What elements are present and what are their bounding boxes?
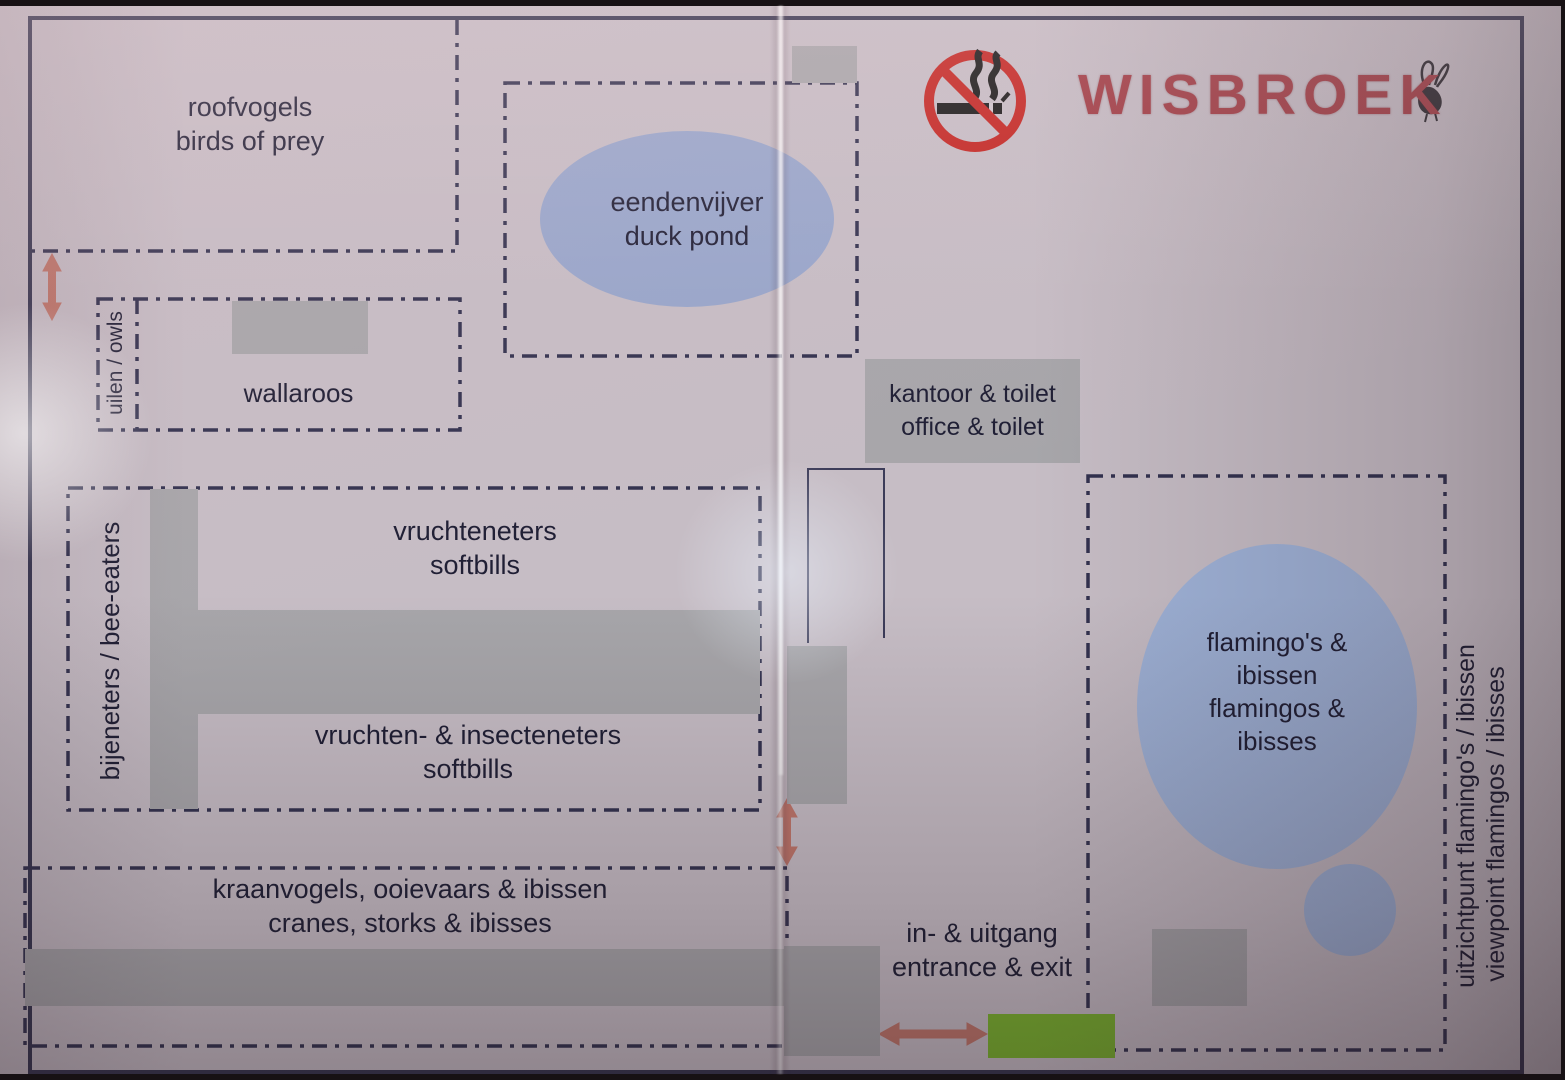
- softbills-aviary-horizontal-path: [150, 610, 760, 714]
- cranes-aviary-path: [25, 949, 784, 1006]
- softbills-lower-label: vruchten- & insecteneters softbills: [203, 718, 733, 786]
- softbills-lower-label-en: softbills: [422, 754, 514, 784]
- flamingos-label-nl2: ibissen: [1236, 660, 1318, 690]
- office-toilet-label-nl: kantoor & toilet: [889, 380, 1056, 408]
- cranes-storks-label-en: cranes, storks & ibisses: [268, 908, 552, 938]
- flamingos-label-en2: ibisses: [1237, 726, 1317, 756]
- flamingos-label-en1: flamingos &: [1209, 693, 1345, 723]
- red-double-arrow-entrance: [877, 1022, 989, 1046]
- path-block-center: [787, 646, 847, 804]
- cranes-storks-label: kraanvogels, ooievaars & ibissen cranes,…: [95, 872, 725, 940]
- park-map-paper: eendenvijver duck pond roofvogels birds …: [0, 6, 1561, 1074]
- birds-of-prey-label-nl: roofvogels: [187, 92, 313, 122]
- softbills-upper-label-nl: vruchteneters: [393, 516, 557, 546]
- flamingos-label: flamingo's & ibissen flamingos & ibisses: [1117, 626, 1437, 758]
- cranes-storks-label-nl: kraanvogels, ooievaars & ibissen: [212, 874, 608, 904]
- wallaroos-shelter-block: [232, 301, 368, 354]
- softbills-upper-label: vruchteneters softbills: [210, 514, 740, 582]
- owls-label: uilen / owls: [104, 311, 127, 415]
- path-block-entrance: [784, 946, 880, 1056]
- no-smoking-icon: [924, 48, 1026, 152]
- wisbroek-logo-text: WISBROEK: [1078, 63, 1448, 127]
- duck-pond-label-en: duck pond: [624, 221, 750, 251]
- office-toilet-building: kantoor & toilet office & toilet: [865, 359, 1080, 463]
- red-double-arrow-center: [776, 797, 798, 867]
- entrance-label: in- & uitgang entrance & exit: [872, 916, 1092, 984]
- duck-pond-water: eendenvijver duck pond: [540, 131, 834, 307]
- entrance-label-nl: in- & uitgang: [906, 918, 1058, 948]
- birds-of-prey-label: roofvogels birds of prey: [50, 90, 450, 158]
- flamingos-label-nl1: flamingo's &: [1206, 627, 1348, 657]
- bee-eaters-label: bijeneters / bee-eaters: [95, 521, 125, 781]
- entrance-marker: [988, 1014, 1115, 1058]
- path-block-top: [792, 46, 857, 83]
- birds-of-prey-label-en: birds of prey: [175, 126, 325, 156]
- viewpoint-label-en: viewpoint flamingos / ibisses: [1482, 666, 1510, 982]
- flamingo-shelter-block: [1152, 929, 1247, 1006]
- wallaroos-label: wallaroos: [243, 378, 354, 408]
- flamingo-pond-water-lobe: [1304, 864, 1396, 956]
- softbills-upper-label-en: softbills: [429, 550, 521, 580]
- office-corridor-outline: [807, 468, 885, 643]
- office-toilet-label-en: office & toilet: [901, 413, 1044, 441]
- entrance-label-en: entrance & exit: [891, 952, 1073, 982]
- duck-pond-label-nl: eendenvijver: [610, 187, 764, 217]
- red-double-arrow-top-left: [42, 252, 62, 322]
- softbills-lower-label-nl: vruchten- & insecteneters: [314, 720, 622, 750]
- viewpoint-label-nl: uitzichtpunt flamingo's / ibissen: [1452, 644, 1480, 988]
